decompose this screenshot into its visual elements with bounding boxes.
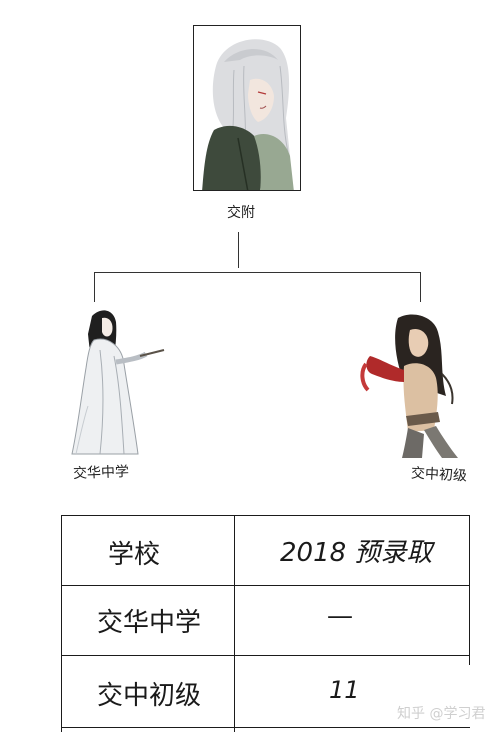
right-character-illustration xyxy=(360,314,458,458)
table-top-border xyxy=(61,515,470,517)
left-child-label: 交华中学 xyxy=(72,464,130,482)
table-right-border xyxy=(469,515,471,665)
table-header-school: 学校 xyxy=(108,540,161,570)
table-left-border xyxy=(61,515,63,732)
table-cell-school: 交中初级 xyxy=(97,681,202,711)
watermark: 知乎 @学习君 xyxy=(397,706,486,722)
table-cell-school: 交华中学 xyxy=(97,608,202,638)
left-branch-line xyxy=(94,272,96,302)
right-child-label: 交中初级 xyxy=(410,465,468,485)
root-connector-line xyxy=(238,232,240,268)
root-label: 交附 xyxy=(227,205,255,221)
right-branch-line xyxy=(420,272,422,302)
root-portrait-frame xyxy=(193,25,301,191)
table-bottom-border xyxy=(61,727,470,729)
table-cell-admission: 11 xyxy=(329,676,360,704)
table-cell-admission: — xyxy=(327,601,353,631)
table-header-admission: 2018 预录取 xyxy=(280,532,432,569)
table-header-admission-text: 2018 预录取 xyxy=(280,538,433,568)
table-row-divider xyxy=(61,585,470,587)
root-character-illustration xyxy=(202,39,294,190)
left-character-illustration xyxy=(71,310,165,455)
branch-horizontal-line xyxy=(94,272,421,274)
table-column-divider xyxy=(234,515,236,732)
table-row-divider xyxy=(61,655,470,657)
